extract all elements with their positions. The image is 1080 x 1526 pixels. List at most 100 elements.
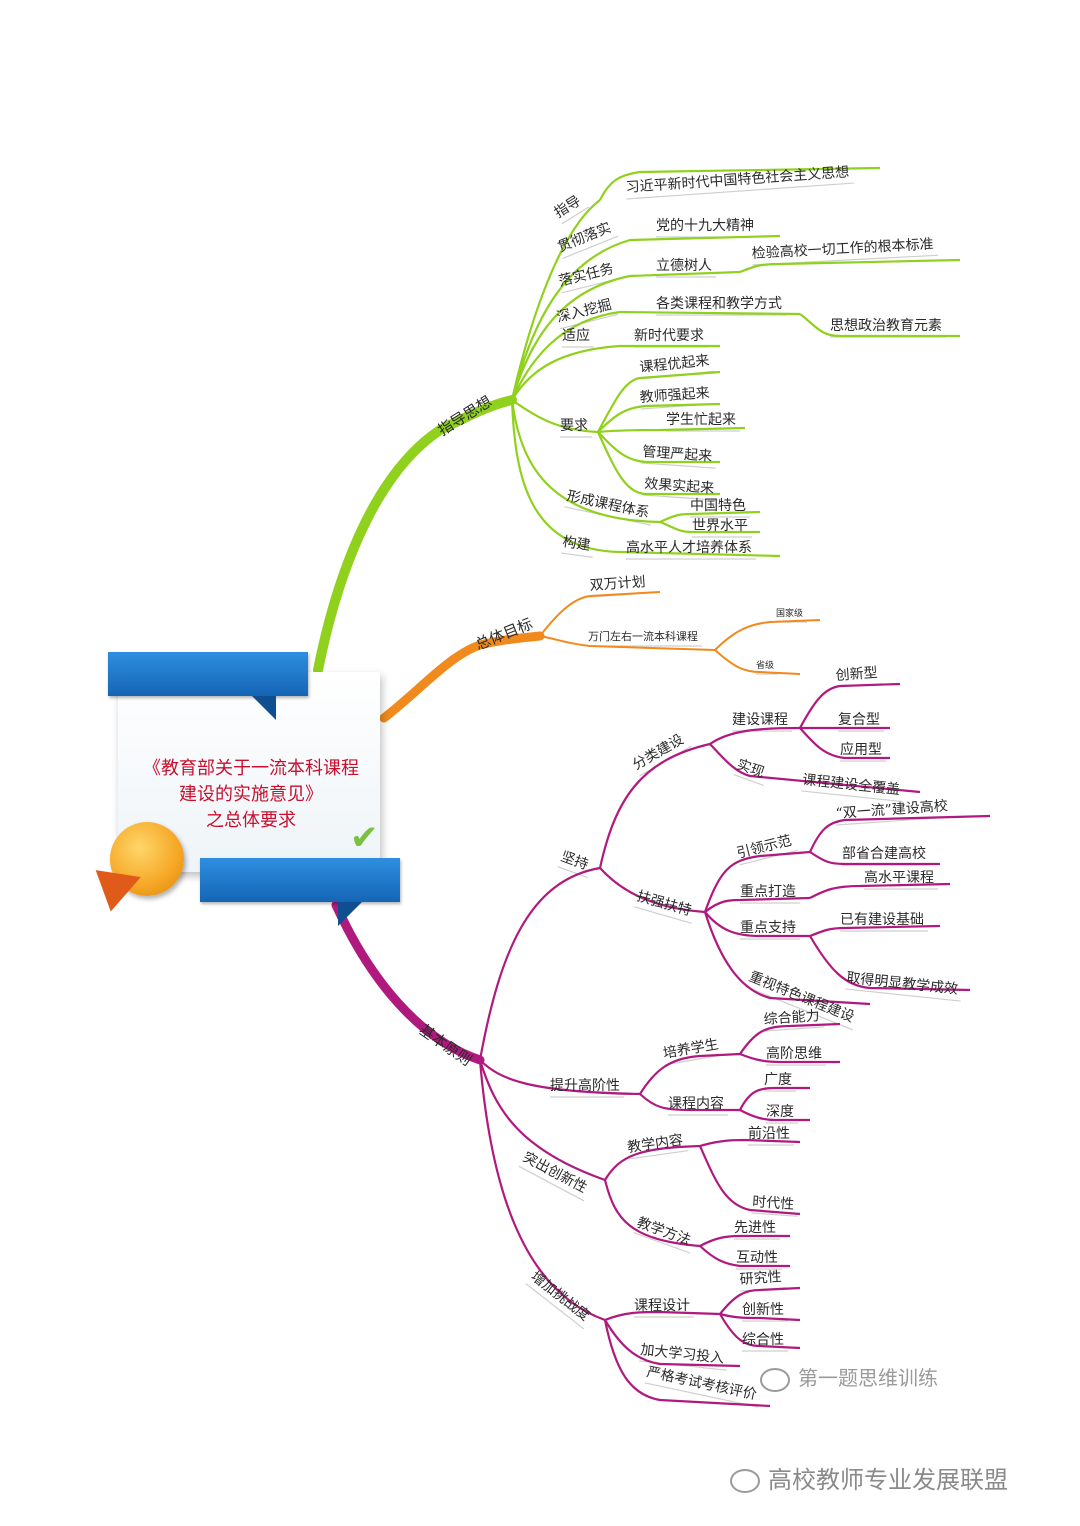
sub-line-xianjin xyxy=(699,1234,790,1247)
branch-line-tisheng xyxy=(479,1059,641,1096)
label-underline xyxy=(745,985,854,1031)
sub-line-jiada xyxy=(604,1319,741,1368)
label-underline xyxy=(557,866,588,879)
label-yaoqiu-1: 课程优起来 xyxy=(639,353,710,376)
sub-line-yanjiu xyxy=(719,1286,801,1315)
label-underline xyxy=(559,313,619,330)
label-zhongdian-dz: 重点打造 xyxy=(740,883,796,900)
ribbon-top-fold xyxy=(252,696,276,720)
sub-line-luoshi-1 xyxy=(629,270,741,278)
label-underline xyxy=(641,462,716,469)
sub-line-zhongshi xyxy=(703,911,871,1006)
sub-line-fuqiang xyxy=(599,867,706,914)
sub-line-yaoqiu-4 xyxy=(597,431,720,464)
ribbon-top xyxy=(108,652,308,696)
label-gaojie: 高阶思维 xyxy=(766,1045,822,1062)
sub-line-kecheng-nr xyxy=(639,1093,740,1112)
label-shengji: 省级 xyxy=(756,659,774,671)
sub-line-fenlei xyxy=(598,742,711,869)
label-hudong: 互动性 xyxy=(736,1250,778,1266)
label-zhongdian-zc: 重点支持 xyxy=(740,920,796,936)
label-shidai: 时代性 xyxy=(752,1194,795,1213)
label-shiying: 适应 xyxy=(562,327,590,344)
sub-line-yaoqiu-1 xyxy=(597,370,721,433)
label-shiying-1: 新时代要求 xyxy=(634,328,704,344)
trunk-goal xyxy=(379,631,545,723)
label-shenru-1: 各类课程和教学方式 xyxy=(656,296,782,312)
branch-line-luoshi xyxy=(510,274,631,401)
label-qude: 取得明显教学成效 xyxy=(846,969,959,998)
center-title-line1: 《教育部关于一流本科课程 xyxy=(143,758,359,779)
label-chuangxin: 创新性 xyxy=(742,1302,784,1318)
sub-line-xingcheng-1 xyxy=(659,510,761,523)
label-yinling: 引领示范 xyxy=(735,832,793,862)
label-xingcheng-2: 世界水平 xyxy=(692,518,748,534)
sub-line-yaoqiu-3 xyxy=(597,426,746,434)
sub-line-jianshe xyxy=(709,726,801,745)
trunk-guiding xyxy=(313,395,517,675)
label-gaoshuiping: 高水平课程 xyxy=(864,869,934,886)
label-zengjia: 增加挑战度 xyxy=(528,1269,593,1325)
sub-line-yingyong xyxy=(799,727,890,760)
sub-line-guangdu xyxy=(739,1086,810,1111)
watermark-inner-text: 第一题思维训练 xyxy=(798,1366,938,1390)
branch-line-guanche xyxy=(510,238,631,401)
label-underline xyxy=(643,494,718,501)
sub-line-jiaoxue-ff xyxy=(603,1179,701,1248)
label-fuqiang: 扶强扶特 xyxy=(635,888,693,919)
branch-line-shuangwan xyxy=(539,591,661,637)
sub-line-bushenghe xyxy=(809,851,940,866)
sub-line-chuangxin-xing xyxy=(799,682,901,729)
sub-line-guojia xyxy=(714,619,821,651)
wechat-icon-2 xyxy=(730,1469,760,1493)
branch-line-goujian xyxy=(510,399,621,554)
label-underline xyxy=(751,1212,798,1217)
label-shenru-2: 思想政治教育元素 xyxy=(830,318,942,334)
branch-line-jianchi xyxy=(478,866,601,1061)
label-underline xyxy=(561,206,590,225)
label-jianchi: 坚持 xyxy=(559,849,591,874)
label-chuangxin-xing: 创新型 xyxy=(835,665,878,684)
label-underline xyxy=(845,988,961,1002)
label-goujian: 构建 xyxy=(561,534,591,554)
sub-line-guanche-1 xyxy=(629,234,781,242)
center-title: 《教育部关于一流本科课程 建设的实施意见》 之总体要求 xyxy=(126,756,376,834)
label-underline xyxy=(764,1026,825,1032)
trunk-principle xyxy=(331,900,485,1065)
label-guangdu: 广度 xyxy=(764,1072,792,1088)
branch-line-yaoqiu xyxy=(511,399,599,434)
label-underline xyxy=(628,1149,689,1160)
label-underline xyxy=(626,182,854,200)
label-underline xyxy=(560,552,593,558)
sub-line-yange xyxy=(603,1319,771,1408)
label-shendu: 深度 xyxy=(766,1104,794,1120)
branch-line-shenru xyxy=(510,310,621,401)
sub-line-chuangxin xyxy=(719,1312,801,1322)
label-guojia: 国家级 xyxy=(776,607,803,619)
sub-line-shuangyiliu xyxy=(808,814,991,853)
sub-line-hudong xyxy=(699,1245,790,1268)
ribbon-bottom xyxy=(200,858,400,902)
label-jianshe: 建设课程 xyxy=(732,712,788,728)
label-kecheng-sj: 课程设计 xyxy=(634,1298,690,1314)
sub-line-kecheng-sj xyxy=(604,1310,721,1322)
label-underline xyxy=(733,774,764,787)
sub-line-zhongdian-zc xyxy=(704,911,810,938)
branch-line-zengjia xyxy=(478,1059,606,1322)
center-title-line2: 建设的实施意见》 xyxy=(179,784,323,805)
label-underline xyxy=(644,1382,759,1408)
label-yiyou: 已有建设基础 xyxy=(840,911,924,928)
label-yaoqiu-3: 学生忙起来 xyxy=(666,412,736,428)
label-tisheng: 提升高阶性 xyxy=(550,1077,620,1094)
label-luoshi-2: 检验高校一切工作的根本标准 xyxy=(751,235,934,262)
label-goujian-1: 高水平人才培养体系 xyxy=(626,539,752,556)
label-yingyong: 应用型 xyxy=(840,741,882,758)
sub-line-yaoqiu-5 xyxy=(596,431,720,496)
label-yaoqiu-2: 教师强起来 xyxy=(639,385,710,406)
label-guanche-1: 党的十九大精神 xyxy=(656,218,754,234)
label-underline xyxy=(633,1232,691,1254)
watermark-inner: 第一题思维训练 xyxy=(760,1362,938,1392)
label-xingcheng-1: 中国特色 xyxy=(690,497,746,514)
